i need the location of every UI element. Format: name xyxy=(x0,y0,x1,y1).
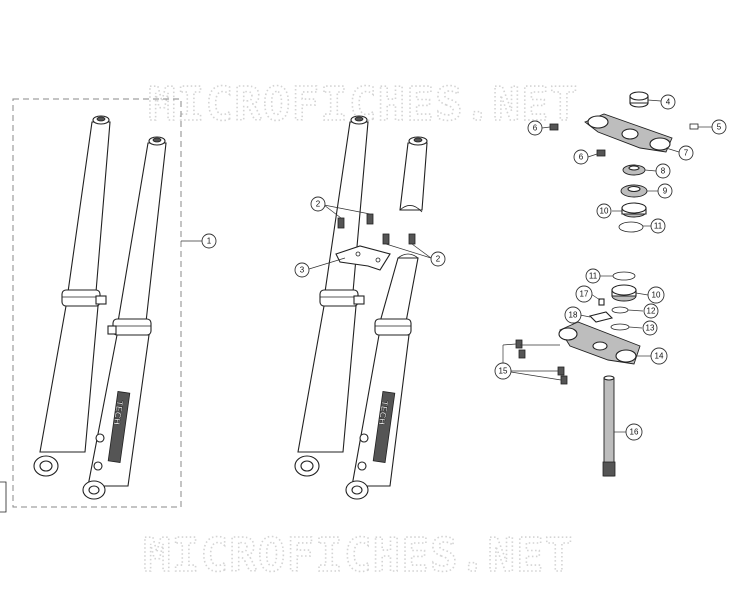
callout-9[interactable]: 9 xyxy=(647,183,673,199)
svg-text:14: 14 xyxy=(655,352,664,361)
seal-item-12 xyxy=(611,306,629,314)
callout-10b[interactable]: 10 xyxy=(635,286,665,304)
svg-text:11: 11 xyxy=(589,272,598,281)
svg-text:9: 9 xyxy=(663,187,668,196)
callout-4[interactable]: 4 xyxy=(647,94,676,110)
svg-text:6: 6 xyxy=(533,124,538,133)
plate-item-18 xyxy=(588,311,614,323)
callout-11b[interactable]: 11 xyxy=(585,268,613,284)
seal-item-11-lower xyxy=(612,271,636,281)
callout-5[interactable]: 5 xyxy=(698,119,727,135)
stem-item-16 xyxy=(602,375,616,477)
callout-7[interactable]: 7 xyxy=(665,145,694,161)
callout-15[interactable]: 15 xyxy=(494,343,562,381)
callout-16[interactable]: 16 xyxy=(614,423,643,441)
svg-text:3: 3 xyxy=(300,266,305,275)
fork-brand-label-1: TECH xyxy=(112,400,125,426)
svg-text:8: 8 xyxy=(661,167,666,176)
svg-text:2: 2 xyxy=(436,255,441,264)
bearing-item-10-upper xyxy=(621,202,647,218)
callout-3[interactable]: 3 xyxy=(294,257,346,278)
svg-text:7: 7 xyxy=(684,149,689,158)
svg-text:15: 15 xyxy=(499,367,508,376)
nut-item-8 xyxy=(622,164,646,176)
bolts-item-15 xyxy=(515,339,568,385)
washer-item-13 xyxy=(610,323,630,331)
svg-text:6: 6 xyxy=(579,153,584,162)
callout-17[interactable]: 17 xyxy=(575,285,601,303)
callout-11a[interactable]: 11 xyxy=(643,218,666,234)
lower-triple-clamp xyxy=(558,321,641,365)
callout-14[interactable]: 14 xyxy=(636,347,668,365)
left-fork-leg-kit xyxy=(33,115,111,477)
callout-12[interactable]: 12 xyxy=(627,303,659,319)
callout-6b[interactable]: 6 xyxy=(573,149,598,165)
fork-brand-label-2: TECH xyxy=(377,400,390,426)
callout-8[interactable]: 8 xyxy=(644,163,671,179)
callout-13[interactable]: 13 xyxy=(628,320,658,336)
svg-text:16: 16 xyxy=(630,428,639,437)
svg-text:18: 18 xyxy=(569,311,578,320)
seal-item-11-upper xyxy=(618,221,644,233)
watermark-bottom: MICROFICHES.NET xyxy=(143,528,573,582)
right-fork-leg: TECH xyxy=(345,136,428,500)
fork-kit-box xyxy=(12,98,182,508)
callout-18[interactable]: 18 xyxy=(564,306,591,324)
svg-text:1: 1 xyxy=(207,237,212,246)
bearing-item-10-lower xyxy=(611,284,637,302)
svg-text:4: 4 xyxy=(666,98,671,107)
svg-text:10: 10 xyxy=(600,207,609,216)
callout-10a[interactable]: 10 xyxy=(596,203,622,219)
bolt-item-5 xyxy=(689,123,699,130)
callout-1[interactable]: 1 xyxy=(181,233,217,249)
callout-2a[interactable]: 2 xyxy=(310,196,371,219)
left-fork-leg xyxy=(294,115,369,477)
upper-triple-clamp xyxy=(584,113,673,153)
cap-item-4 xyxy=(629,91,649,108)
svg-text:12: 12 xyxy=(647,307,656,316)
svg-text:2: 2 xyxy=(316,200,321,209)
callout-6a[interactable]: 6 xyxy=(527,120,551,136)
callout-2b[interactable]: 2 xyxy=(385,243,446,267)
svg-text:11: 11 xyxy=(654,222,663,231)
fork-guard-bracket xyxy=(335,245,391,271)
bolt-item-17 xyxy=(598,298,605,306)
svg-text:13: 13 xyxy=(646,324,655,333)
svg-text:5: 5 xyxy=(717,123,722,132)
svg-text:10: 10 xyxy=(652,291,661,300)
right-fork-leg-kit: TECH xyxy=(82,136,167,500)
svg-text:17: 17 xyxy=(580,290,589,299)
washer-item-9 xyxy=(620,184,648,198)
edge-fragment xyxy=(0,481,7,513)
